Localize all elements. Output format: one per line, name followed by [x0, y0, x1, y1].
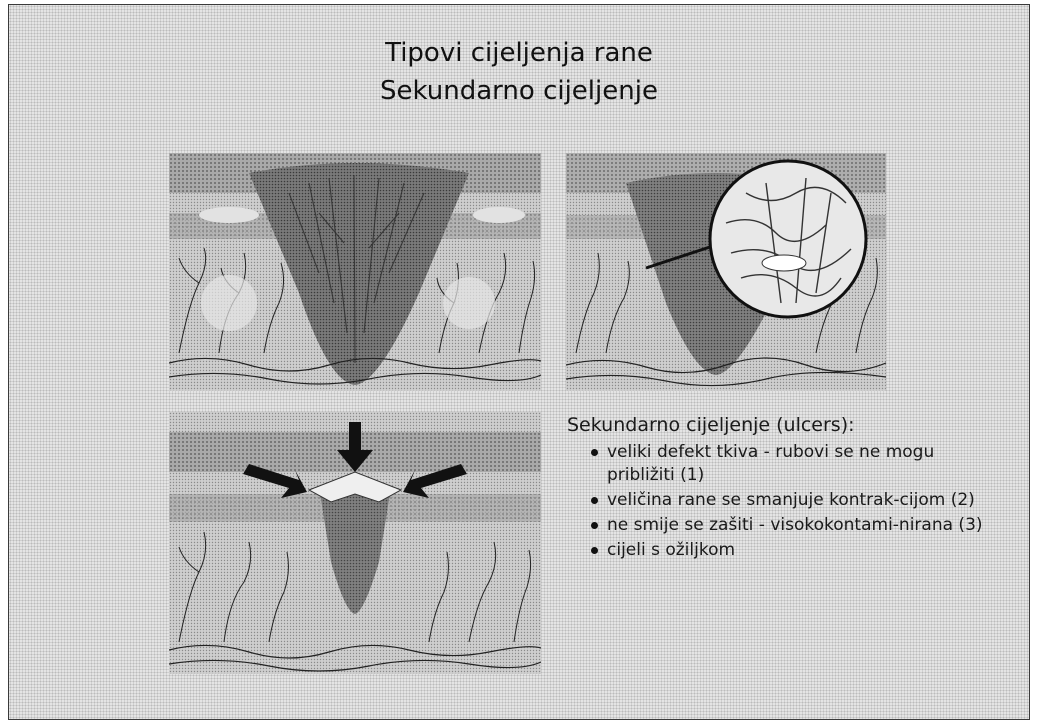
bullet-item: ne smije se zašiti - visokokontami-niran… — [567, 514, 1007, 537]
bullet-dot-icon — [591, 497, 598, 504]
bullet-text: veliki defekt tkiva - rubovi se ne mogu … — [607, 442, 934, 485]
wound-illustration-magnified — [566, 153, 886, 391]
bullet-text: veličina rane se smanjuje kontrak-cijom … — [607, 490, 975, 510]
bullet-dot-icon — [591, 522, 598, 529]
info-block: Sekundarno cijeljenje (ulcers): veliki d… — [567, 411, 1007, 564]
bullet-dot-icon — [591, 547, 598, 554]
wound-illustration-contraction — [169, 412, 541, 674]
bullet-dot-icon — [591, 449, 598, 456]
bullet-text: ne smije se zašiti - visokokontami-niran… — [607, 515, 983, 535]
wound-illustration-open — [169, 153, 541, 391]
bullet-text: cijeli s ožiljkom — [607, 540, 735, 560]
bullet-item: veličina rane se smanjuje kontrak-cijom … — [567, 489, 1007, 512]
slide-title: Tipovi cijeljenja rane — [9, 35, 1029, 71]
slide-subtitle: Sekundarno cijeljenje — [9, 73, 1029, 109]
bullet-list: veliki defekt tkiva - rubovi se ne mogu … — [567, 441, 1007, 562]
bullet-item: veliki defekt tkiva - rubovi se ne mogu … — [567, 441, 1007, 487]
slide: Tipovi cijeljenja rane Sekundarno cijelj… — [8, 4, 1030, 720]
info-heading: Sekundarno cijeljenje (ulcers): — [567, 411, 1007, 439]
bullet-item: cijeli s ožiljkom — [567, 539, 1007, 562]
